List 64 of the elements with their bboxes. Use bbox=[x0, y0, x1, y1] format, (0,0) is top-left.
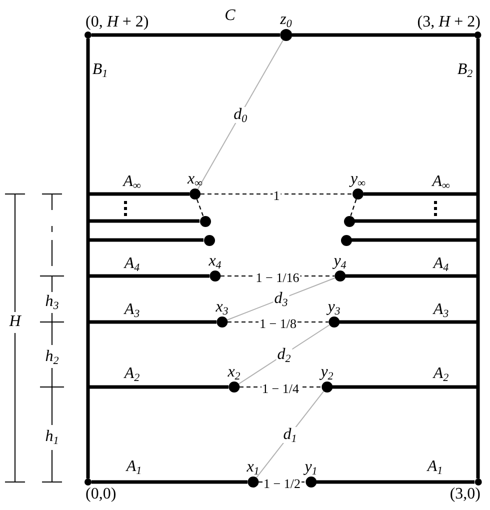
line-segment bbox=[92, 480, 248, 484]
text-label: A$_{1}$ bbox=[126, 458, 142, 476]
line-segment bbox=[364, 192, 478, 196]
point-label: y$_{2}$ bbox=[320, 364, 334, 382]
point-label: (0, H + 2) bbox=[84, 14, 150, 32]
text-label: B$_{2}$ bbox=[457, 61, 473, 79]
line-segment bbox=[88, 192, 190, 196]
edge-label: d$_{1}$ bbox=[282, 426, 298, 442]
line-segment bbox=[88, 385, 228, 389]
point-label: x$_{1}$ bbox=[246, 458, 260, 476]
text-label: h$_{1}$ bbox=[45, 428, 59, 446]
line-segment bbox=[88, 320, 216, 324]
text-label: A$_{∞}$ bbox=[123, 173, 141, 191]
point-label: x$_{3}$ bbox=[214, 298, 230, 316]
line-segment bbox=[292, 33, 474, 37]
point-label: x$_{4}$ bbox=[208, 252, 222, 270]
dashed-line bbox=[350, 199, 357, 216]
line-segment bbox=[352, 238, 478, 242]
point-dot bbox=[340, 234, 352, 246]
text-label: A$_{3}$ bbox=[124, 301, 140, 319]
point-label: y$_{1}$ bbox=[304, 458, 318, 476]
text-label: A$_{4}$ bbox=[433, 255, 449, 273]
text-label: A$_{4}$ bbox=[124, 255, 140, 273]
connector-line bbox=[238, 324, 330, 384]
connector-line bbox=[226, 278, 336, 320]
dashed-line bbox=[200, 193, 352, 195]
line-segment bbox=[476, 38, 480, 478]
text-label: A$_{2}$ bbox=[433, 365, 449, 383]
line-segment bbox=[86, 38, 90, 478]
line-segment bbox=[340, 320, 478, 324]
point-label: (3,0) bbox=[448, 486, 482, 504]
point-label: y$_{3}$ bbox=[326, 298, 342, 316]
edge-label: d$_{0}$ bbox=[232, 106, 248, 123]
line-segment bbox=[354, 219, 478, 223]
dashed-line bbox=[196, 198, 204, 216]
edge-label: d$_{2}$ bbox=[276, 346, 292, 362]
text-label: h$_{2}$ bbox=[45, 348, 59, 366]
point-label: x$_{2}$ bbox=[226, 364, 242, 382]
point-label: y$_{∞}$ bbox=[350, 170, 366, 188]
point-dot bbox=[204, 234, 214, 246]
text-label: A$_{1}$ bbox=[427, 458, 443, 476]
connector-line bbox=[256, 390, 324, 478]
point-label: y$_{4}$ bbox=[332, 252, 348, 270]
line-segment bbox=[316, 480, 474, 484]
point-label: (3, H + 2) bbox=[416, 14, 482, 32]
edge-label: d$_{3}$ bbox=[273, 291, 289, 307]
point-dot bbox=[344, 216, 354, 226]
text-label: C bbox=[224, 7, 236, 25]
line-segment bbox=[88, 238, 204, 242]
text-label: A$_{2}$ bbox=[124, 365, 140, 383]
point-label: z$_{0}$ bbox=[279, 11, 293, 29]
point-label: x$_{∞}$ bbox=[186, 170, 204, 188]
point-dot bbox=[200, 216, 210, 226]
line-segment bbox=[88, 274, 210, 278]
line-segment bbox=[346, 274, 478, 278]
text-label: A$_{3}$ bbox=[433, 301, 449, 319]
line-segment bbox=[88, 219, 200, 223]
line-segment bbox=[332, 385, 478, 389]
connector-line bbox=[197, 40, 284, 190]
point-label: (0,0) bbox=[84, 486, 118, 504]
text-label: h$_{3}$ bbox=[45, 293, 59, 311]
text-label: A$_{∞}$ bbox=[432, 173, 450, 191]
text-label: B$_{1}$ bbox=[92, 61, 108, 79]
line-segment bbox=[92, 33, 280, 37]
